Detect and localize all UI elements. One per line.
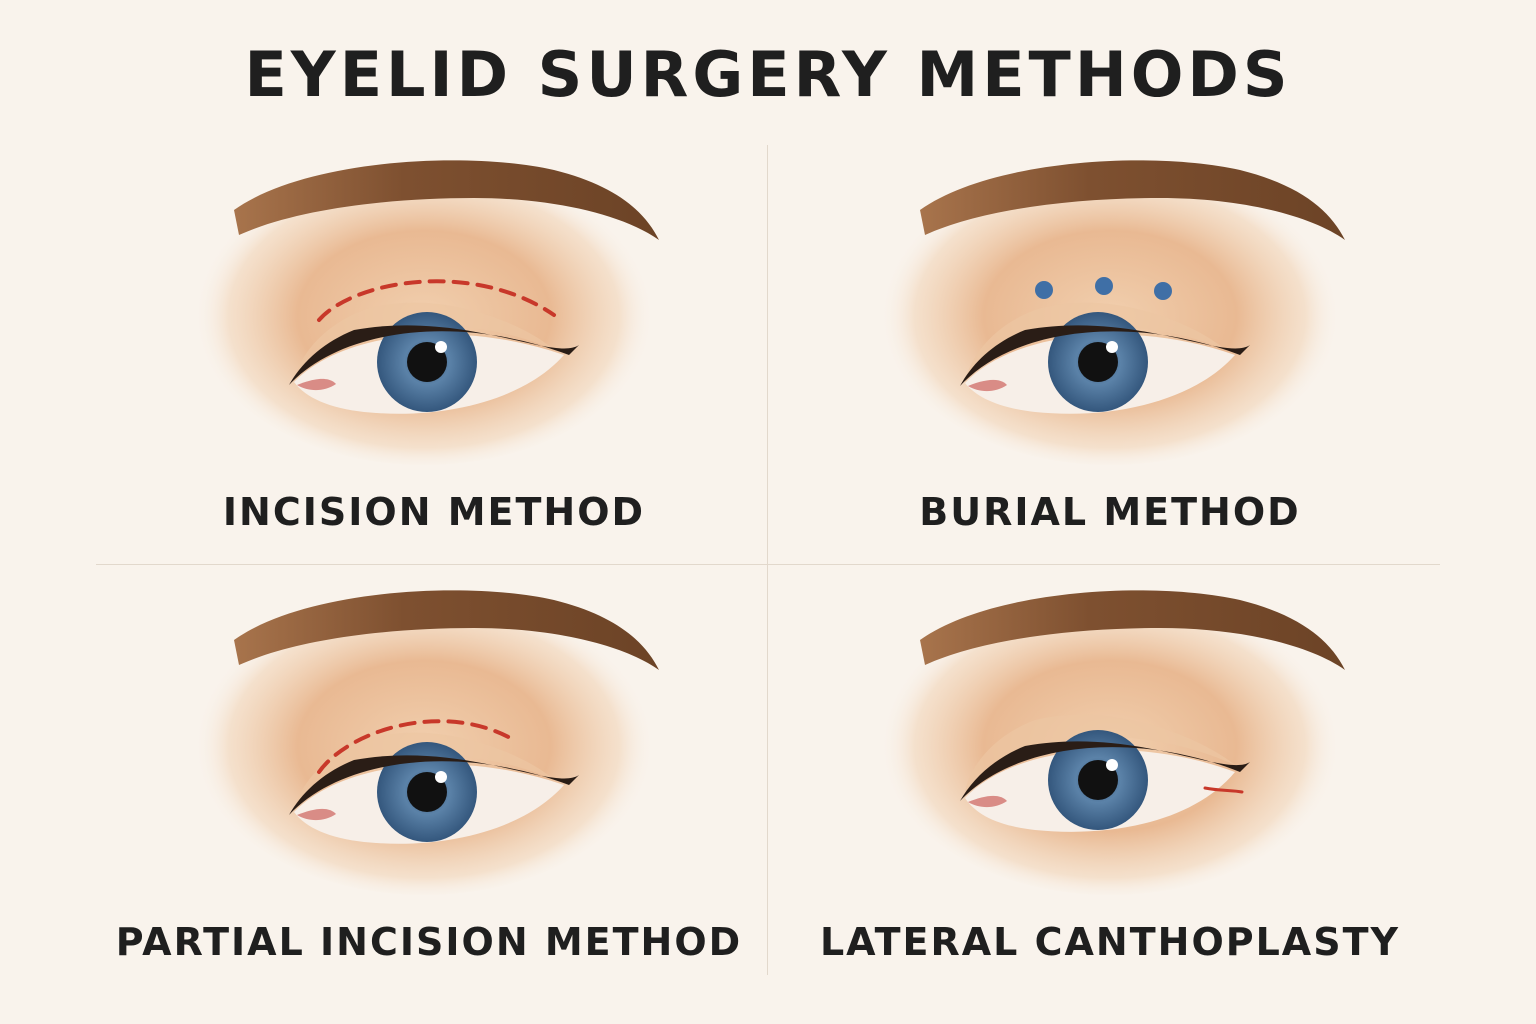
suture-dot (1154, 282, 1172, 300)
pupil (407, 772, 447, 812)
eyelid-fold (965, 302, 1225, 383)
eye-highlight (435, 771, 447, 783)
eyebrow (234, 590, 659, 670)
eye-illustration (880, 585, 1345, 895)
panel-label: INCISION METHOD (222, 490, 646, 534)
pupil (1078, 342, 1118, 382)
upper-lash-line (960, 325, 1250, 386)
tear-duct (968, 379, 1007, 392)
panel-incision-method: INCISION METHOD (84, 150, 784, 550)
upper-lash-line (289, 755, 579, 815)
vertical-divider (767, 145, 768, 975)
panel-label: PARTIAL INCISION METHOD (115, 920, 743, 964)
tear-duct (297, 378, 336, 391)
pupil (1078, 760, 1118, 800)
horizontal-divider (96, 564, 1440, 565)
tear-duct (968, 795, 1007, 808)
upper-lash-line (289, 325, 579, 385)
tear-duct (297, 808, 336, 821)
pupil (407, 342, 447, 382)
panel-label: LATERAL CANTHOPLASTY (819, 920, 1401, 964)
suture-dot (1035, 281, 1053, 299)
eyelid-fold (965, 714, 1235, 792)
incision-line-dashed (317, 279, 556, 322)
eyelid-fold (294, 732, 554, 812)
eye-highlight (1106, 341, 1118, 353)
upper-lash-line (960, 741, 1250, 801)
eyebrow (234, 160, 659, 240)
eyebrow (920, 590, 1345, 670)
eye-illustration (880, 155, 1345, 465)
eye-illustration (194, 585, 659, 895)
panel-burial-method: BURIAL METHOD (800, 150, 1500, 550)
canthoplasty-incision-line (1203, 786, 1244, 794)
panel-lateral-canthoplasty: LATERAL CANTHOPLASTY (800, 580, 1500, 980)
panel-label: BURIAL METHOD (919, 490, 1301, 534)
partial-incision-line-dashed (317, 719, 516, 774)
page-title: EYELID SURGERY METHODS (244, 38, 1292, 111)
eyebrow (920, 160, 1345, 240)
eye-highlight (435, 341, 447, 353)
eye-illustration (194, 155, 659, 465)
eye-highlight (1106, 759, 1118, 771)
panel-partial-incision-method: PARTIAL INCISION METHOD (84, 580, 784, 980)
eyelid-fold (294, 302, 554, 382)
suture-dot (1095, 277, 1113, 295)
